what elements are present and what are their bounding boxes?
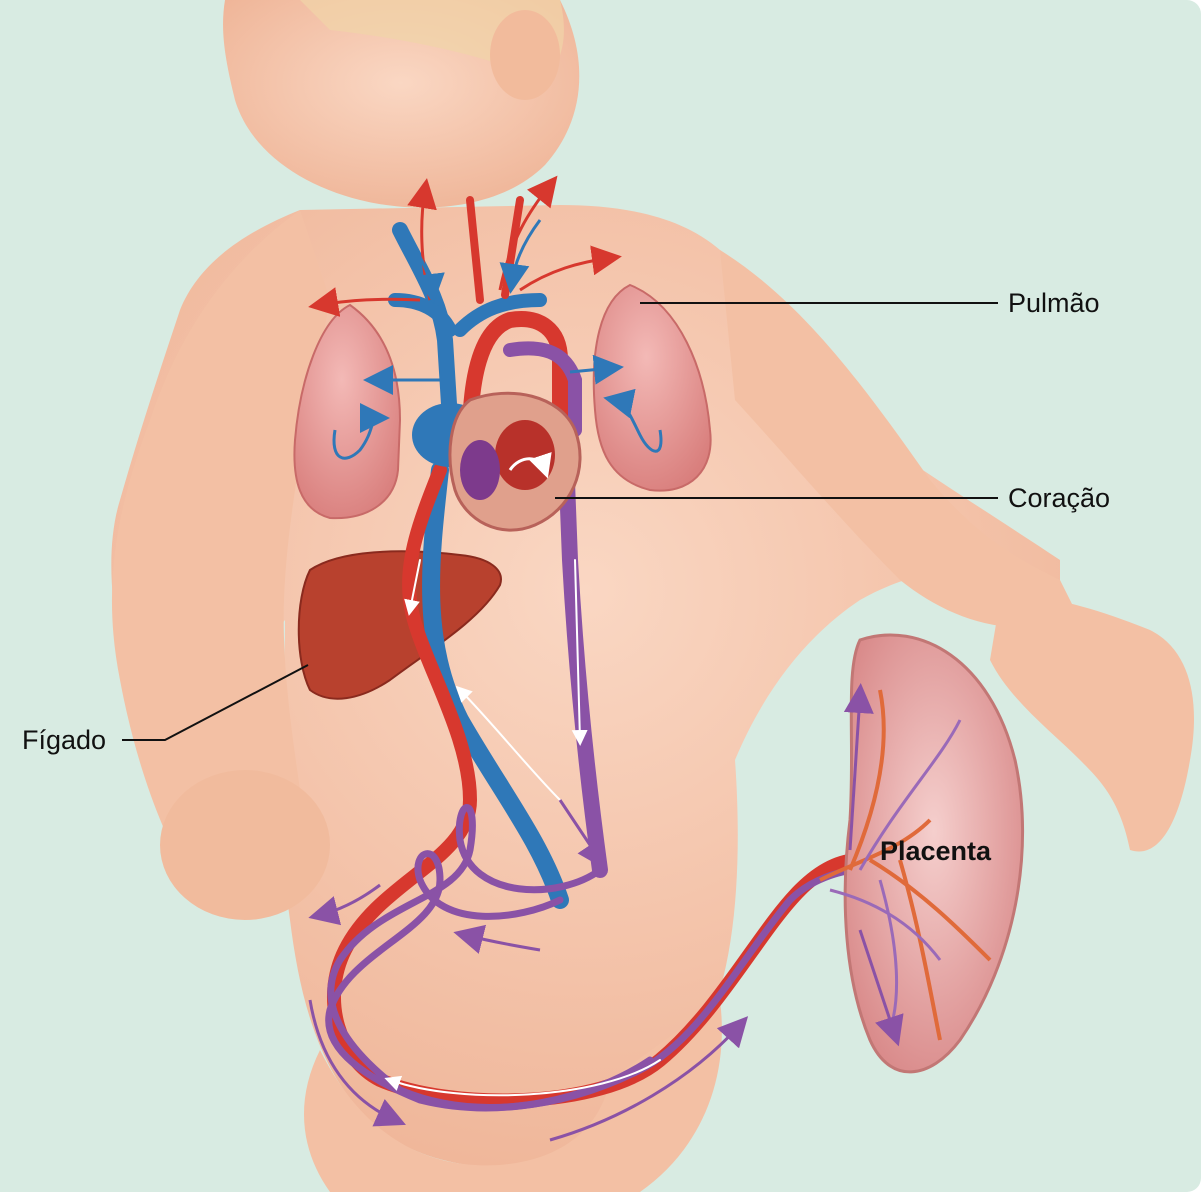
label-heart: Coração bbox=[1008, 485, 1110, 512]
label-liver: Fígado bbox=[22, 727, 106, 754]
child-body bbox=[111, 0, 1194, 1192]
label-placenta: Placenta bbox=[880, 838, 991, 865]
label-lung: Pulmão bbox=[1008, 290, 1100, 317]
